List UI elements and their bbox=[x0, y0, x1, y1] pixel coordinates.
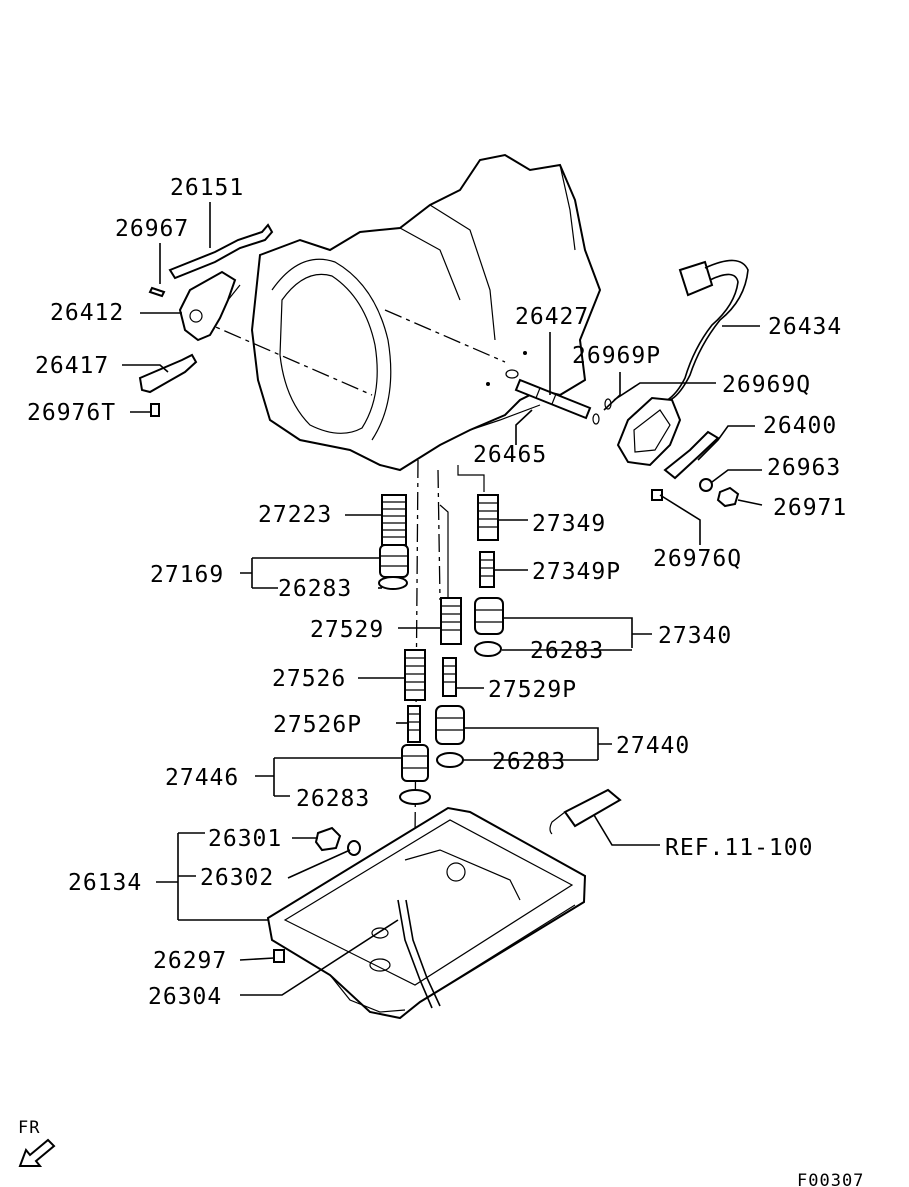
nut-26971 bbox=[716, 486, 740, 508]
label-26283-b: 26283 bbox=[530, 638, 604, 664]
spring-27223 bbox=[381, 494, 407, 546]
shaft-26427 bbox=[514, 378, 592, 420]
label-26976T: 26976T bbox=[27, 400, 116, 426]
gasket-26302 bbox=[347, 840, 361, 856]
label-26976Q: 26976Q bbox=[653, 546, 742, 572]
o-ring-26283-c bbox=[436, 752, 464, 768]
spring-27349P bbox=[479, 551, 495, 588]
spring-27529 bbox=[440, 597, 462, 645]
spring-27526P bbox=[407, 705, 421, 743]
label-26971: 26971 bbox=[773, 495, 847, 521]
label-26302: 26302 bbox=[200, 865, 274, 891]
part-labels: 26151 26967 26412 26417 26976T 26427 264… bbox=[27, 175, 847, 1010]
oil-pan-26134 bbox=[266, 806, 587, 1020]
harness-26434 bbox=[663, 259, 749, 403]
label-26134: 26134 bbox=[68, 870, 142, 896]
label-27440: 27440 bbox=[616, 733, 690, 759]
label-27340: 27340 bbox=[658, 623, 732, 649]
spring-27526 bbox=[404, 649, 426, 701]
piston-27440 bbox=[435, 705, 465, 745]
bolt-26976Q bbox=[651, 489, 663, 501]
label-27526P: 27526P bbox=[273, 712, 362, 738]
label-26969P: 26969P bbox=[572, 343, 661, 369]
bolt-26976T bbox=[150, 403, 160, 417]
washer-26963 bbox=[699, 478, 713, 492]
label-27526: 27526 bbox=[272, 666, 346, 692]
leader-lines bbox=[122, 202, 763, 996]
label-ref-11-100: REF.11-100 bbox=[665, 835, 813, 861]
label-26963: 26963 bbox=[767, 455, 841, 481]
spring-27529P bbox=[442, 657, 457, 697]
pin-26967 bbox=[148, 286, 166, 298]
o-ring-26283-b bbox=[474, 641, 502, 657]
label-26297: 26297 bbox=[153, 948, 227, 974]
label-26400: 26400 bbox=[763, 413, 837, 439]
label-26301: 26301 bbox=[208, 826, 282, 852]
label-27223: 27223 bbox=[258, 502, 332, 528]
label-26427: 26427 bbox=[515, 304, 589, 330]
drain-plug-26301 bbox=[314, 826, 342, 852]
o-ring-26283-d bbox=[399, 789, 431, 805]
label-26434: 26434 bbox=[768, 314, 842, 340]
label-27169: 27169 bbox=[150, 562, 224, 588]
label-26465: 26465 bbox=[473, 442, 547, 468]
label-26969Q: 26969Q bbox=[722, 372, 811, 398]
label-26283-d: 26283 bbox=[296, 786, 370, 812]
bolt-26297 bbox=[273, 949, 285, 963]
label-27446: 27446 bbox=[165, 765, 239, 791]
o-rings-26969 bbox=[592, 398, 612, 425]
label-26304: 26304 bbox=[148, 984, 222, 1010]
label-26967: 26967 bbox=[115, 216, 189, 242]
piston-27340 bbox=[474, 597, 504, 635]
label-26151: 26151 bbox=[170, 175, 244, 201]
label-27349: 27349 bbox=[532, 511, 606, 537]
label-27529P: 27529P bbox=[488, 677, 577, 703]
front-arrow-icon bbox=[18, 1138, 56, 1167]
detent-plate-26412 bbox=[178, 270, 241, 342]
figure-code: F00307 bbox=[797, 1171, 864, 1187]
shift-rod-26151 bbox=[168, 223, 274, 280]
lever-26417 bbox=[138, 353, 198, 394]
transmission-case bbox=[250, 153, 602, 472]
spring-27349 bbox=[477, 494, 499, 541]
piston-27169 bbox=[379, 544, 409, 578]
label-27529: 27529 bbox=[310, 617, 384, 643]
label-26283-a: 26283 bbox=[278, 576, 352, 602]
label-26283-c: 26283 bbox=[492, 749, 566, 775]
switch-26400 bbox=[616, 396, 720, 480]
sealant-tube bbox=[549, 788, 622, 835]
front-indicator: FR bbox=[18, 1118, 40, 1138]
label-26417: 26417 bbox=[35, 353, 109, 379]
o-ring-26283-a bbox=[378, 576, 408, 590]
piston-27446 bbox=[401, 744, 429, 782]
label-27349P: 27349P bbox=[532, 559, 621, 585]
label-26412: 26412 bbox=[50, 300, 124, 326]
